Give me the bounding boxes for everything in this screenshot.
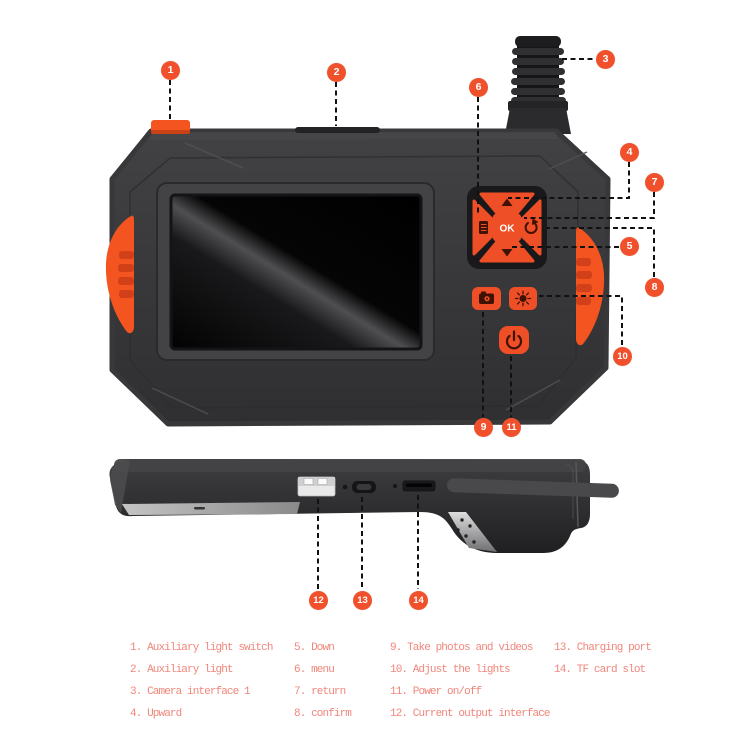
auxiliary-light — [295, 127, 380, 133]
ok-button — [492, 212, 522, 243]
auxiliary-light-switch — [151, 120, 190, 134]
legend-item: 12. Current output interface — [390, 708, 551, 720]
callout-12-output-interface: 12 — [309, 591, 328, 610]
side-right-inner-line — [565, 463, 574, 519]
down-arrow-icon — [501, 249, 513, 257]
callout-14-tf-card-slot: 14 — [409, 591, 428, 610]
photo-video-button — [472, 287, 501, 310]
camera-interface-cable — [505, 36, 571, 134]
display-screen — [156, 182, 435, 361]
legend-item: 5. Down — [294, 642, 335, 654]
callout-9-take-photos: 9 — [474, 418, 493, 437]
return-button — [520, 199, 542, 256]
callout-11-power: 11 — [502, 418, 521, 437]
left-grip — [105, 215, 134, 334]
camera-icon — [479, 291, 494, 304]
pinhole-2 — [393, 484, 397, 488]
strip-slot — [194, 507, 205, 510]
up-arrow-icon — [501, 198, 513, 206]
legend-item: 2. Auxiliary light — [130, 664, 234, 676]
legend-column-4: 13. Charging port 14. TF card slot — [554, 637, 652, 681]
legend-item: 4. Upward — [130, 708, 182, 720]
callout-3-camera-interface: 3 — [596, 50, 615, 69]
callout-2-auxiliary-light: 2 — [327, 63, 346, 82]
legend-item: 8. confirm — [294, 708, 352, 720]
legend-item: 10. Adjust the lights — [390, 664, 511, 676]
legend-item: 14. TF card slot — [554, 664, 646, 676]
side-bump-facet — [448, 512, 497, 552]
side-view — [109, 459, 619, 553]
ok-label: OK — [500, 224, 516, 235]
right-grip — [576, 227, 605, 346]
power-button — [499, 326, 529, 354]
power-icon — [505, 330, 523, 350]
callout-6-menu: 6 — [469, 78, 488, 97]
callout-1-auxiliary-light-switch: 1 — [161, 61, 180, 80]
legend-item: 11. Power on/off — [390, 686, 482, 698]
tf-card-slot — [401, 479, 437, 493]
speaker-holes — [456, 518, 476, 544]
callout-13-charging-port: 13 — [353, 591, 372, 610]
callout-10-adjust-lights: 10 — [613, 347, 632, 366]
legend-column-2: 5. Down 6. menu 7. return 8. confirm — [294, 637, 352, 725]
callout-4-upward: 4 — [620, 143, 639, 162]
usb-output-port — [297, 476, 336, 497]
callout-8-confirm: 8 — [645, 278, 664, 297]
callout-lines — [169, 58, 655, 589]
front-view: OK — [105, 36, 611, 427]
stand-rod — [446, 478, 619, 498]
light-adjust-button — [509, 287, 537, 310]
return-icon — [524, 218, 539, 234]
side-top-face — [114, 459, 586, 472]
menu-icon — [479, 221, 488, 234]
legend-column-1: 1. Auxiliary light switch 2. Auxiliary l… — [130, 637, 273, 725]
light-icon — [514, 290, 532, 307]
legend-item: 6. menu — [294, 664, 335, 676]
legend-item: 13. Charging port — [554, 642, 652, 654]
legend-item: 3. Camera interface 1 — [130, 686, 251, 698]
legend-column-3: 9. Take photos and videos 10. Adjust the… — [390, 637, 551, 725]
dpad: OK — [467, 186, 547, 269]
charging-port — [352, 481, 376, 493]
legend-item: 1. Auxiliary light switch — [130, 642, 273, 654]
callout-5-down: 5 — [620, 237, 639, 256]
legend-item: 9. Take photos and videos — [390, 642, 533, 654]
side-left-facet — [110, 460, 130, 513]
pinhole-1 — [342, 484, 348, 490]
legend-item: 7. return — [294, 686, 346, 698]
callout-7-return: 7 — [645, 173, 664, 192]
side-bottom-strip — [122, 502, 300, 515]
